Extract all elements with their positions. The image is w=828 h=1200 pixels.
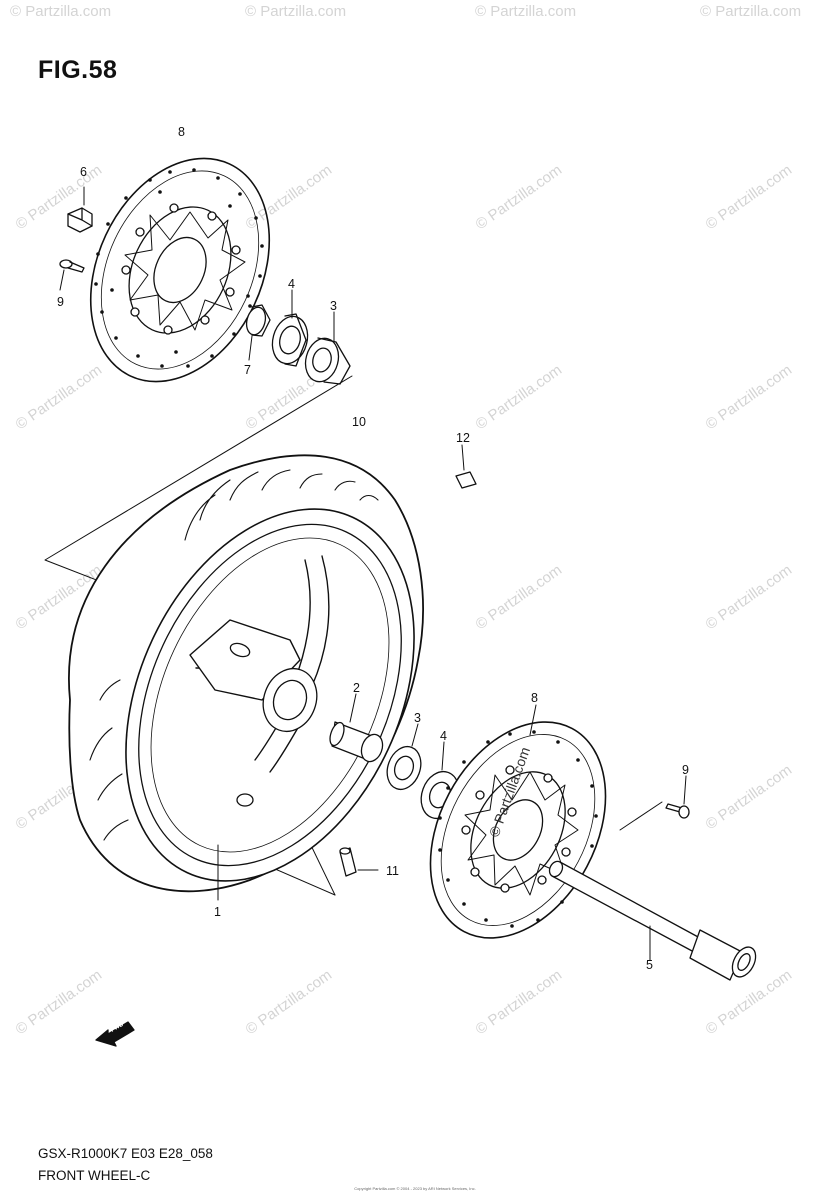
screw-upper: [59, 259, 85, 291]
oil-seal-upper: [271, 289, 309, 367]
callout-9-lower: 9: [682, 763, 689, 777]
screw-lower: [665, 775, 690, 819]
watermark: © Partzilla.com: [245, 3, 346, 20]
section-name: FRONT WHEEL-C: [38, 1168, 151, 1183]
callout-8-lower: 8: [531, 691, 538, 705]
callout-10: 10: [352, 415, 366, 429]
watermark: © Partzilla.com: [703, 161, 796, 233]
forward-direction-arrow: [95, 1021, 135, 1047]
watermark: © Partzilla.com: [13, 361, 106, 433]
watermark: © Partzilla.com: [703, 361, 796, 433]
watermark: © Partzilla.com: [703, 966, 796, 1038]
figure-title: FIG.58: [38, 56, 118, 84]
brake-disc-lower: [429, 704, 607, 939]
watermark: © Partzilla.com: [475, 3, 576, 20]
front-axle: [548, 860, 757, 981]
copyright-note: Copyright Partzilla.com © 2004 - 2023 by…: [354, 1186, 476, 1191]
callout-9-upper: 9: [57, 295, 64, 309]
callout-3-lower: 3: [414, 711, 421, 725]
callout-12: 12: [456, 431, 470, 445]
callout-4-lower: 4: [440, 729, 447, 743]
callout-4-upper: 4: [288, 277, 295, 291]
watermark: © Partzilla.com: [473, 161, 566, 233]
callout-8-upper: 8: [178, 125, 185, 139]
callout-3-upper: 3: [330, 299, 337, 313]
spacer-collar: [245, 304, 271, 361]
callout-6: 6: [80, 165, 87, 179]
brake-disc-upper: [89, 157, 271, 383]
callout-2: 2: [353, 681, 360, 695]
watermark: © Partzilla.com: [703, 761, 796, 833]
watermark: © Partzilla.com: [473, 561, 566, 633]
hub-spacer: [329, 693, 384, 763]
callout-5: 5: [646, 958, 653, 972]
watermark: © Partzilla.com: [473, 966, 566, 1038]
watermark: © Partzilla.com: [10, 3, 111, 20]
callout-7: 7: [244, 363, 251, 377]
watermark: © Partzilla.com: [243, 966, 336, 1038]
watermark: © Partzilla.com: [703, 561, 796, 633]
bearing-lower: [386, 723, 422, 791]
watermark: © Partzilla.com: [13, 966, 106, 1038]
watermark: © Partzilla.com: [473, 361, 566, 433]
tire-valve: [339, 847, 379, 877]
watermark: © Partzilla.com: [700, 3, 801, 20]
callout-11: 11: [386, 864, 399, 878]
balance-weight: [455, 444, 477, 489]
model-code: GSX-R1000K7 E03 E28_058: [38, 1146, 213, 1161]
disc-bolt-upper: [67, 186, 93, 233]
wheel-rim-hub: [189, 555, 330, 901]
bearing-upper: [304, 311, 351, 385]
callout-1: 1: [214, 905, 221, 919]
